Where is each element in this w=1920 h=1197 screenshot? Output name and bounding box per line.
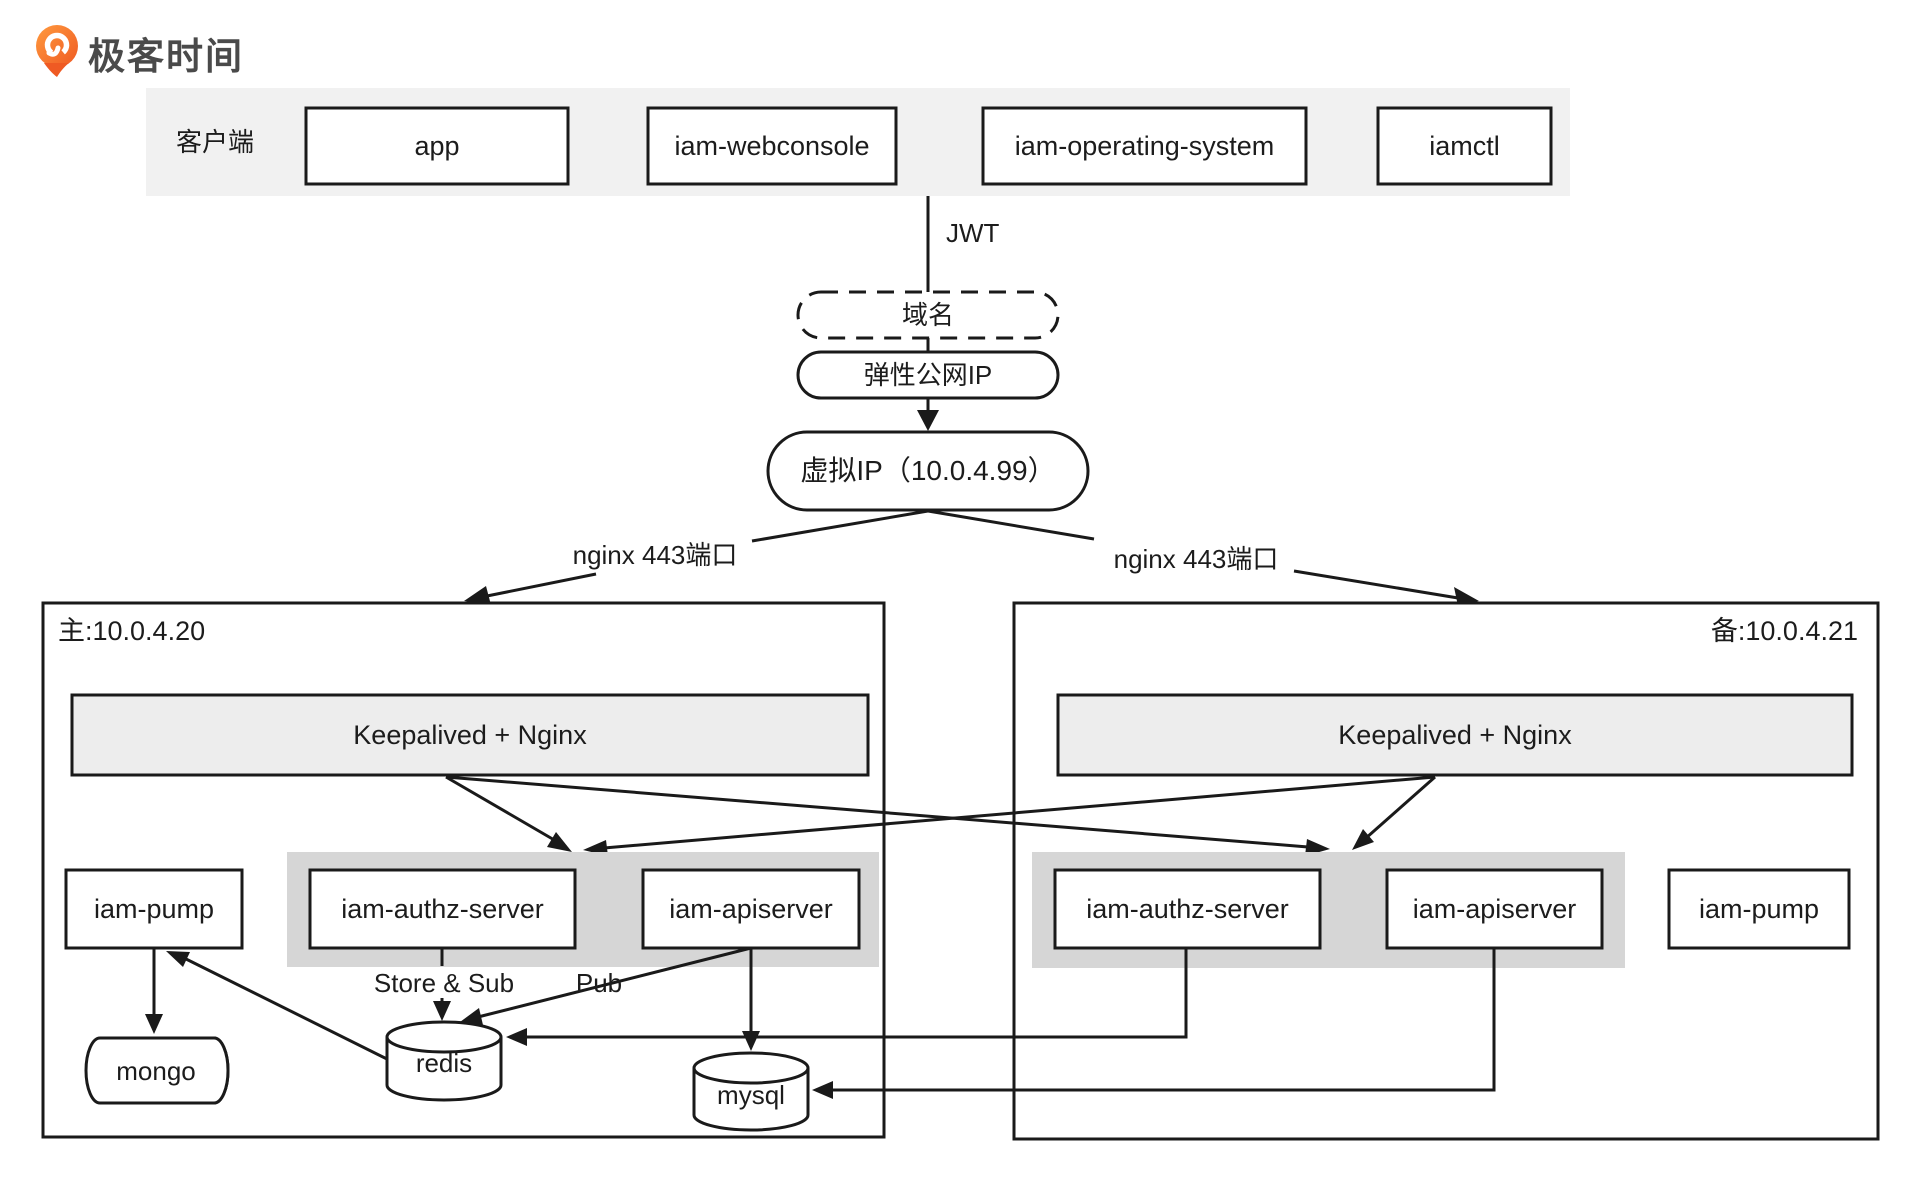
primary-iam-authz-server-label: iam-authz-server <box>341 893 544 924</box>
arrow-backup-authz-to-redis <box>506 948 1188 1046</box>
domain-label: 域名 <box>901 300 954 330</box>
primary-lb-label: Keepalived + Nginx <box>353 719 587 750</box>
client-box-app <box>304 106 570 186</box>
arrow-primary-lb-to-backup-services <box>445 775 1330 856</box>
primary-iam-pump-label: iam-pump <box>93 893 215 924</box>
arrow-authz-to-redis <box>433 948 451 1021</box>
nginx-port-right-label: nginx 443端口 <box>1113 544 1279 574</box>
jwt-label: JWT <box>946 218 1000 248</box>
arrow-redis-to-pump <box>166 951 390 1062</box>
eip-label: 弹性公网IP <box>863 360 993 390</box>
redis-cylinder <box>385 1020 503 1102</box>
backup-lb-bar <box>1056 693 1854 777</box>
backup-lb-label: Keepalived + Nginx <box>1338 719 1572 750</box>
arrow-primary-lb-to-primary-services <box>445 775 572 852</box>
backup-iam-apiserver-label: iam-apiserver <box>1412 893 1577 924</box>
client-box-operating-system <box>981 106 1308 186</box>
brand-name: 极客时间 <box>88 36 244 77</box>
pub-edge-label: Pub <box>575 968 623 998</box>
mongo-cylinder <box>84 1036 230 1105</box>
backup-box-iam-authz-server <box>1053 868 1322 950</box>
primary-host-title: 主:10.0.4.20 <box>58 615 206 646</box>
client-box-webconsole <box>646 106 898 186</box>
mysql-cylinder <box>692 1051 810 1132</box>
backup-box-iam-apiserver <box>1385 868 1604 950</box>
client-box-iamctl <box>1376 106 1553 186</box>
client-iamctl-label: iamctl <box>1429 130 1500 161</box>
mongo-label: mongo <box>116 1055 196 1086</box>
primary-box-iam-pump <box>64 868 244 950</box>
backup-box-iam-pump <box>1667 868 1851 950</box>
backup-iam-pump-label: iam-pump <box>1698 893 1820 924</box>
client-operating-system-label: iam-operating-system <box>1014 130 1275 161</box>
arrow-vip-backup <box>927 509 1479 606</box>
primary-lb-bar <box>70 693 870 777</box>
primary-box-iam-authz-server <box>308 868 577 950</box>
client-band-label: 客户端 <box>175 127 254 157</box>
store-sub-edge-label: Store & Sub <box>373 968 515 998</box>
arrow-apiserver-to-redis-pub <box>460 946 752 1025</box>
vip-label: 虚拟IP（10.0.4.99） <box>800 455 1056 486</box>
backup-host-title: 备:10.0.4.21 <box>1710 615 1858 646</box>
primary-iam-apiserver-label: iam-apiserver <box>669 893 833 924</box>
backup-iam-authz-server-label: iam-authz-server <box>1086 893 1289 924</box>
arrow-pump-to-mongo <box>145 948 163 1034</box>
arrow-backup-apiserver-to-mysql <box>812 948 1496 1099</box>
arrow-eip-vip <box>917 398 939 431</box>
geektime-pin-icon <box>36 25 78 77</box>
arrow-vip-primary <box>464 509 929 605</box>
client-webconsole-label: iam-webconsole <box>674 130 870 161</box>
vip-pill <box>766 430 1090 512</box>
primary-box-iam-apiserver <box>641 868 861 950</box>
arrow-backup-lb-to-backup-services <box>1352 775 1436 850</box>
nginx-port-left-label: nginx 443端口 <box>572 540 738 570</box>
mysql-label: mysql <box>717 1080 785 1110</box>
client-app-label: app <box>414 130 460 161</box>
redis-label: redis <box>415 1048 473 1078</box>
